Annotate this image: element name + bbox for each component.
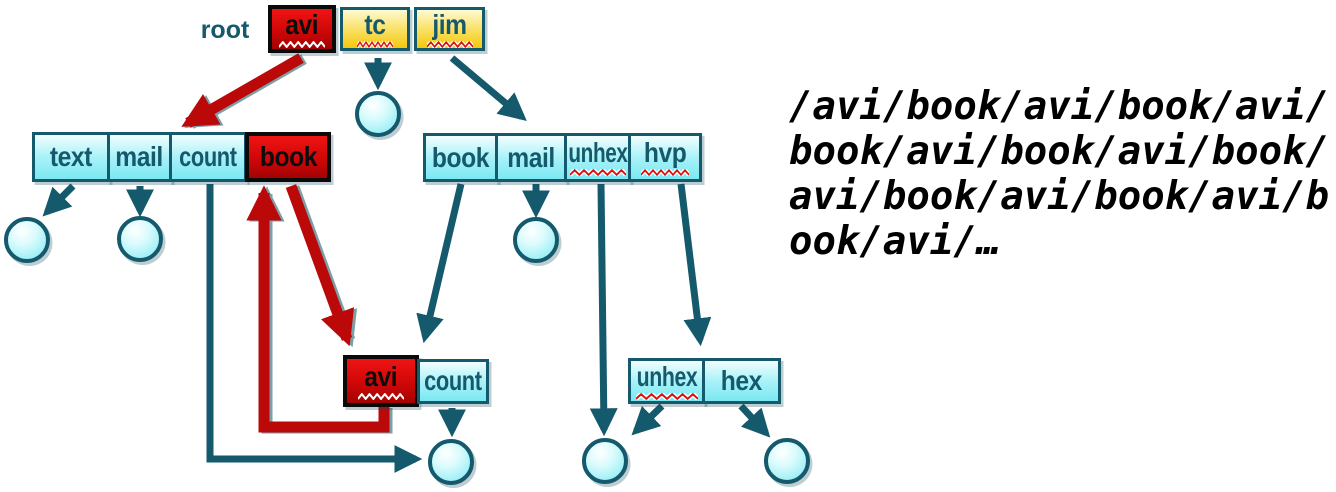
lower-right-table: unhex hex (628, 358, 781, 404)
node-label: hvp (643, 137, 687, 168)
misspell-squiggle-red (569, 169, 626, 176)
bottom-leaf-2 (582, 438, 628, 484)
node-unhex-lower: unhex (628, 358, 705, 404)
node-text: text (32, 132, 110, 182)
right-table: book mail unhex hvp (423, 133, 702, 182)
edge-jim-to-right-table (449, 55, 527, 122)
node-mail-right: mail (495, 133, 567, 182)
node-label: unhex (636, 360, 697, 392)
leaf-under-text (4, 217, 50, 263)
node-label: text (49, 141, 93, 172)
node-label: mail (115, 141, 164, 172)
node-label: count (179, 141, 237, 172)
node-tc: tc (340, 7, 410, 51)
misspell-squiggle-red (357, 40, 393, 48)
misspell-squiggle-red (641, 169, 689, 176)
node-avi-root: avi (268, 5, 336, 53)
node-label: tc (364, 8, 386, 40)
node-label: jim (432, 8, 467, 40)
node-label: hex (720, 365, 763, 396)
node-mail-left: mail (107, 132, 172, 182)
node-count-mid: count (417, 358, 489, 404)
node-label: unhex (567, 137, 628, 168)
edge-hex-to-bottom-leaf-3 (738, 403, 771, 438)
edge-book-right-to-mid-table (416, 183, 465, 344)
node-label: avi (285, 8, 319, 40)
node-label: count (424, 365, 482, 396)
node-label: book (259, 141, 317, 172)
node-label: mail (507, 141, 555, 173)
edge-hvp-to-lower-right-table (677, 183, 712, 347)
edge-text-to-leaf (42, 183, 76, 217)
node-hex: hex (702, 358, 781, 404)
misspell-squiggle-red (635, 392, 698, 400)
edge-count-left-to-bottom-leaf-1 (206, 184, 423, 473)
root-children-table: avi tc jim (268, 5, 485, 53)
misspell-squiggle-white (358, 392, 404, 400)
left-table: text mail count book (32, 132, 331, 182)
node-book-right: book (423, 133, 498, 182)
infinite-path-text: /avi/book/avi/book/avi/book/avi/book/avi… (789, 84, 1330, 264)
misspell-squiggle-white (279, 40, 325, 48)
node-count-left: count (169, 132, 247, 182)
root-label: root (200, 16, 250, 44)
leaf-under-mail-left (117, 216, 163, 262)
edge-root-avi-to-left-table (181, 53, 304, 128)
node-hvp: hvp (628, 133, 702, 182)
bottom-leaf-3 (764, 438, 810, 484)
node-label: book (431, 141, 490, 173)
edge-book-left-to-mid-avi (285, 184, 355, 347)
node-label: avi (364, 360, 398, 392)
edge-unhex-lower-to-bottom-leaf-2 (631, 403, 665, 436)
mid-table: avi count (343, 355, 489, 407)
node-jim: jim (414, 7, 485, 51)
leaf-under-tc (355, 91, 401, 137)
node-book-left: book (245, 132, 331, 182)
node-avi-mid: avi (343, 355, 419, 407)
bottom-leaf-1 (428, 439, 474, 485)
leaf-under-mail-right (513, 217, 559, 263)
edge-unhex-right-to-bottom-leaf-2 (589, 183, 618, 437)
node-unhex-right: unhex (564, 133, 631, 182)
misspell-squiggle-red (426, 40, 473, 48)
edge-mid-avi-back-to-book-left (246, 185, 390, 433)
